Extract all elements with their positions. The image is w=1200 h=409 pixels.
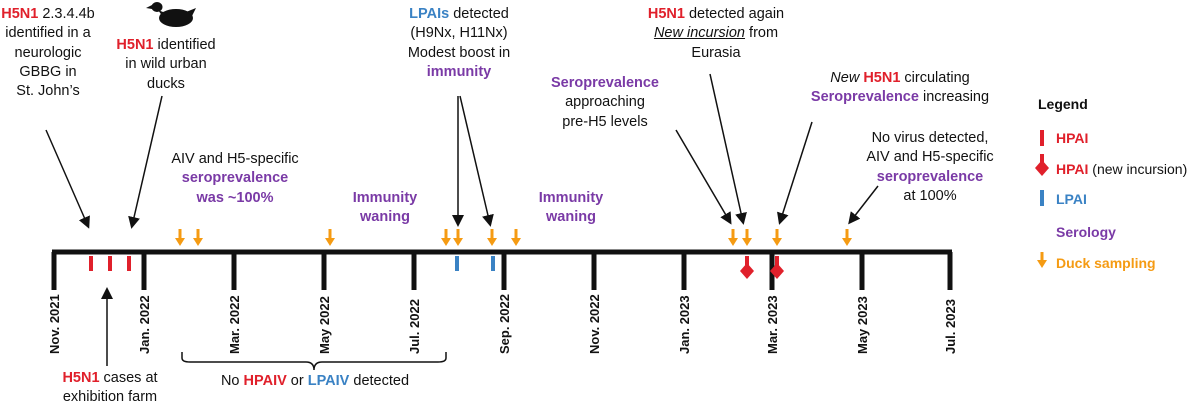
annotation-immunity-waning-1: Immunity waning — [352, 190, 418, 226]
legend-hpai-symbol — [1040, 130, 1044, 146]
duck-sampling-arrow — [193, 229, 203, 246]
month-label: Mar. 2023 — [765, 295, 780, 354]
duck-sampling-arrow — [453, 229, 463, 246]
duck-sampling-arrow — [325, 229, 335, 246]
annotation-no-hpaiv-lpaiv: No HPAIV or LPAIV detected — [220, 373, 410, 389]
legend-title: Legend — [1038, 96, 1088, 112]
legend-hpai: HPAI — [1056, 130, 1089, 146]
period-bracket — [181, 352, 447, 371]
duck-sampling-arrow — [175, 229, 185, 246]
hpai-new-incursion-marker — [740, 256, 754, 279]
legend-lpai: LPAI — [1056, 191, 1087, 207]
duck-sampling-arrow — [511, 229, 521, 246]
duck-sampling-arrow — [772, 229, 782, 246]
annotation-lpai-detected: LPAIs detected (H9Nx, H11Nx) Modest boos… — [407, 6, 511, 80]
annotation-arrow — [128, 95, 163, 229]
annotation-no-virus-detected: No virus detected, AIV and H5-specific s… — [866, 130, 994, 204]
month-label: Jul. 2023 — [943, 299, 958, 354]
month-label: Jul. 2022 — [407, 299, 422, 354]
legend-duck-sampling: Duck sampling — [1056, 255, 1156, 271]
lpai-marker — [491, 256, 495, 271]
annotation-new-h5n1-circulating: New H5N1 circulating Seroprevalence incr… — [810, 70, 990, 106]
legend-hpai-new-symbol — [1035, 154, 1049, 176]
month-label: Jan. 2023 — [677, 295, 692, 354]
duck-sampling-arrow — [742, 229, 752, 246]
annotation-seroprevalence-100: AIV and H5-specific seroprevalence was ~… — [171, 151, 299, 206]
duck-sampling-arrow — [487, 229, 497, 246]
annotation-h5n1-gbbg: H5N1 2.3.4.4b identified in a neurologic… — [1, 6, 95, 100]
month-label: Mar. 2022 — [227, 295, 242, 354]
month-label: Jan. 2022 — [137, 295, 152, 354]
annotation-arrow — [848, 185, 879, 225]
duck-sampling-arrow — [728, 229, 738, 246]
month-label: May 2022 — [317, 296, 332, 354]
legend-hpai-new-incursion: HPAI (new incursion) — [1056, 161, 1188, 177]
month-ticks — [51, 252, 953, 290]
annotation-exhibition-farm: H5N1 cases at exhibition farm — [62, 370, 158, 406]
annotation-immunity-waning-2: Immunity waning — [538, 190, 604, 226]
hpai-new-incursion-marker — [770, 256, 784, 279]
annotation-arrow — [777, 121, 813, 225]
hpai-marker — [89, 256, 93, 271]
legend-duck-symbol — [1037, 252, 1047, 268]
legend-lpai-symbol — [1040, 190, 1044, 206]
duck-sampling-arrow — [842, 229, 852, 246]
lpai-marker — [455, 256, 459, 271]
annotation-h5n1-new-incursion: H5N1 detected again New incursion from E… — [647, 6, 785, 61]
duck-silhouette-icon — [146, 2, 196, 27]
annotation-seroprevalence-pre-h5: Seroprevalence approaching pre-H5 levels — [550, 75, 659, 130]
annotation-h5n1-ducks: H5N1 identified in wild urban ducks — [116, 37, 216, 92]
month-label: May 2023 — [855, 296, 870, 354]
annotation-arrow — [675, 129, 732, 225]
annotation-arrow — [45, 129, 90, 229]
annotation-arrow — [459, 95, 494, 227]
legend-serology: Serology — [1056, 224, 1116, 240]
hpai-marker — [108, 256, 112, 271]
month-label: Nov. 2021 — [47, 294, 62, 354]
hpai-marker — [127, 256, 131, 271]
month-label: Nov. 2022 — [587, 294, 602, 354]
annotation-arrow — [709, 73, 747, 225]
month-label: Sep. 2022 — [497, 294, 512, 354]
duck-sampling-arrow — [441, 229, 451, 246]
